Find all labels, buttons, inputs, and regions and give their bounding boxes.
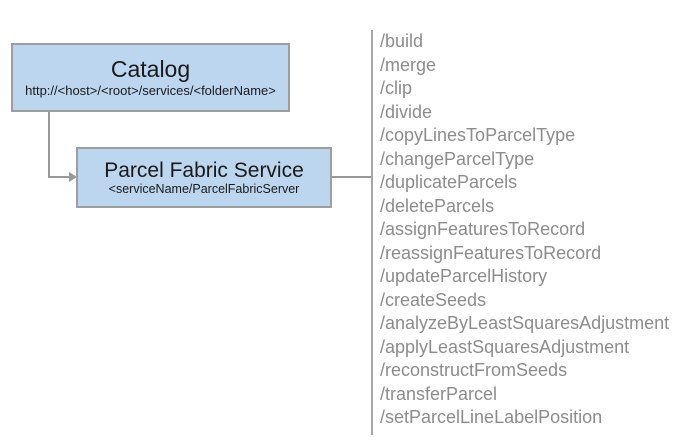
connector-service-to-operations <box>332 176 372 178</box>
list-item[interactable]: /divide <box>380 101 433 122</box>
node-parcel-fabric-service[interactable]: Parcel Fabric Service <serviceName/Parce… <box>76 147 332 208</box>
list-item[interactable]: /assignFeaturesToRecord <box>380 219 586 239</box>
arrowhead-icon <box>69 172 77 182</box>
list-item[interactable]: /merge <box>380 54 437 75</box>
list-item[interactable]: /build <box>380 31 424 51</box>
node-catalog[interactable]: Catalog http://<host>/<root>/services/<f… <box>11 43 290 112</box>
list-item[interactable]: /clip <box>380 78 413 98</box>
connector-catalog-vertical <box>48 112 50 178</box>
list-item[interactable]: /reassignFeaturesToRecord <box>380 242 602 263</box>
operations-list: /build /merge /clip /divide /copyLinesTo… <box>371 30 669 435</box>
connector-catalog-horizontal <box>48 176 72 178</box>
list-item[interactable]: /reconstructFromSeeds <box>380 360 568 380</box>
list-item[interactable]: /createSeeds <box>380 289 487 310</box>
node-service-title: Parcel Fabric Service <box>104 158 304 182</box>
node-catalog-title: Catalog <box>110 55 191 82</box>
node-catalog-url: http://<host>/<root>/services/<folderNam… <box>25 83 276 98</box>
list-item[interactable]: /updateParcelHistory <box>380 266 548 286</box>
list-item[interactable]: /setParcelLineLabelPosition <box>380 407 603 427</box>
list-item[interactable]: /applyLeastSquaresAdjustment <box>380 336 630 357</box>
list-item[interactable]: /copyLinesToParcelType <box>380 125 576 145</box>
list-item[interactable]: /duplicateParcels <box>380 172 518 192</box>
list-item[interactable]: /transferParcel <box>380 383 498 404</box>
list-item[interactable]: /analyzeByLeastSquaresAdjustment <box>380 313 670 333</box>
node-service-path: <serviceName/ParcelFabricServer <box>108 181 300 196</box>
list-item[interactable]: /deleteParcels <box>380 195 495 216</box>
list-item[interactable]: /changeParcelType <box>380 148 535 169</box>
